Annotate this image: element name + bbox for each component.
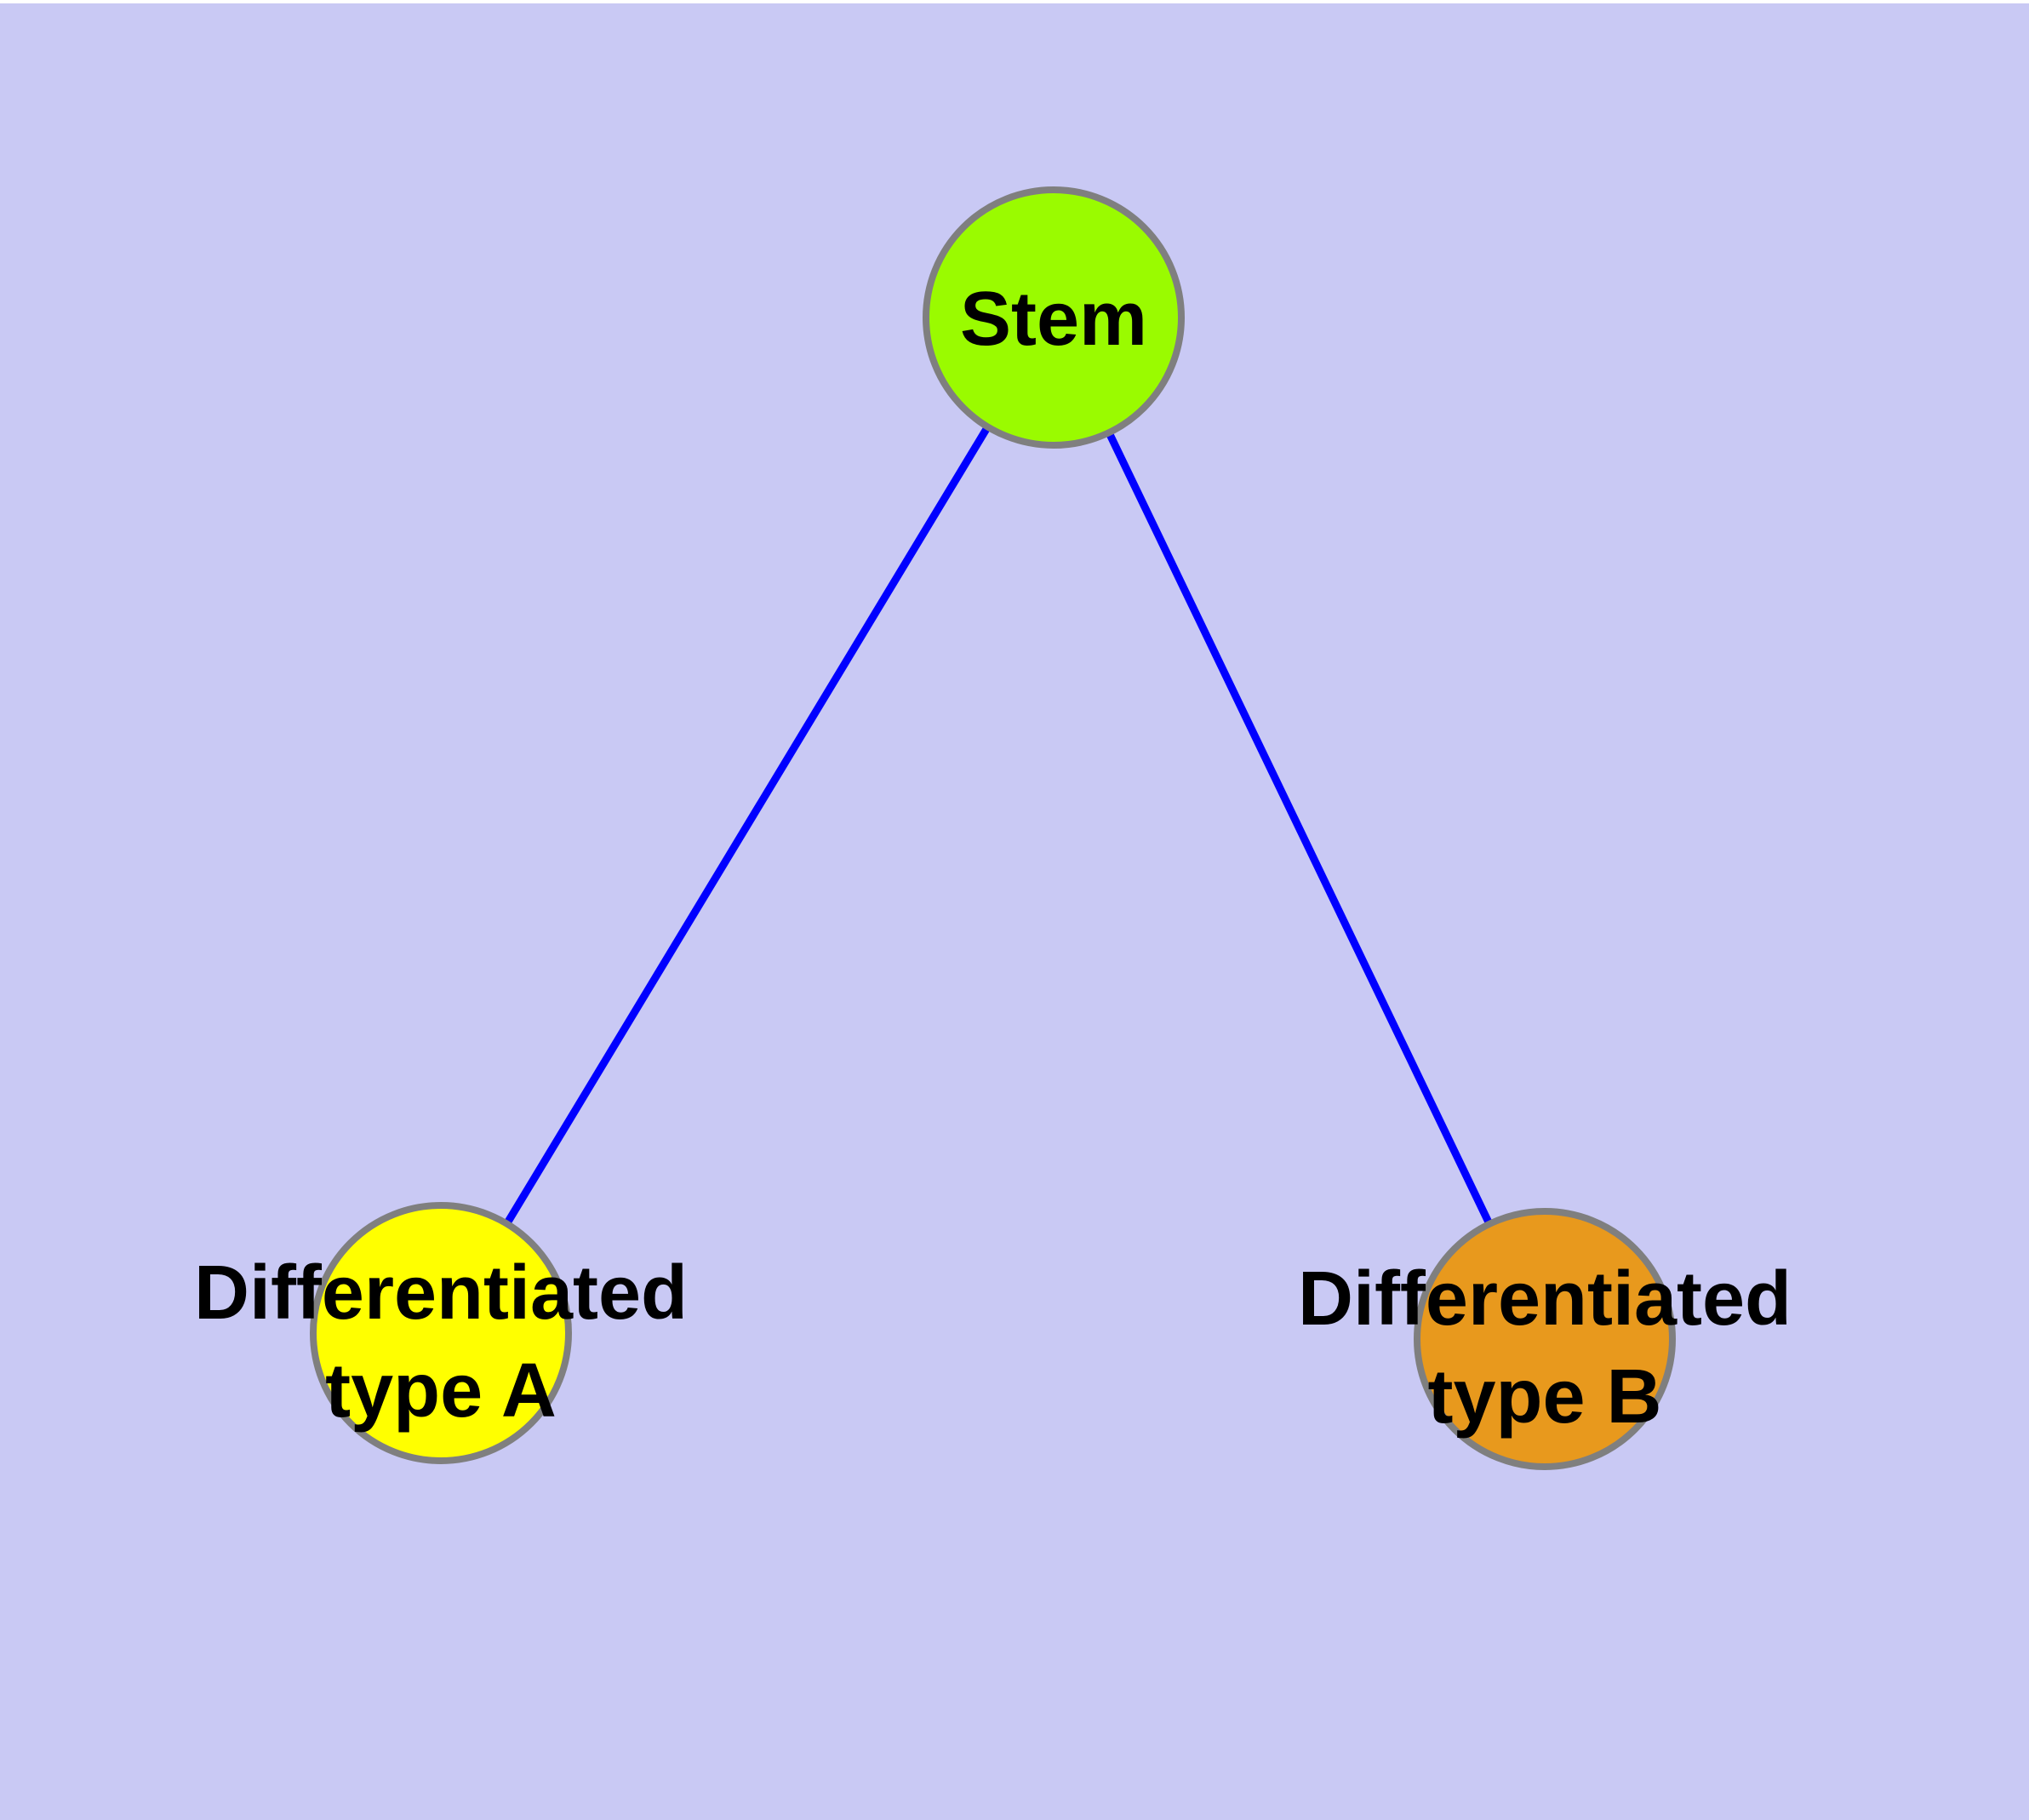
- top-margin-strip: [0, 0, 2029, 3]
- differentiated-type-a-label-line2: type A: [325, 1348, 557, 1434]
- differentiated-type-a-node: [310, 1202, 572, 1464]
- edge-stem-to-type-b: [1049, 316, 1549, 1341]
- stem-node-label: Stem: [960, 277, 1147, 362]
- differentiated-type-b-label-line2: type B: [1427, 1354, 1661, 1439]
- differentiated-type-b-node: [1414, 1208, 1676, 1470]
- stem-node: [923, 186, 1185, 449]
- differentiated-type-b-label-line1: Differentiated: [1298, 1256, 1792, 1342]
- edge-stem-to-type-a: [437, 315, 1057, 1336]
- differentiated-type-a-label-line1: Differentiated: [194, 1251, 688, 1336]
